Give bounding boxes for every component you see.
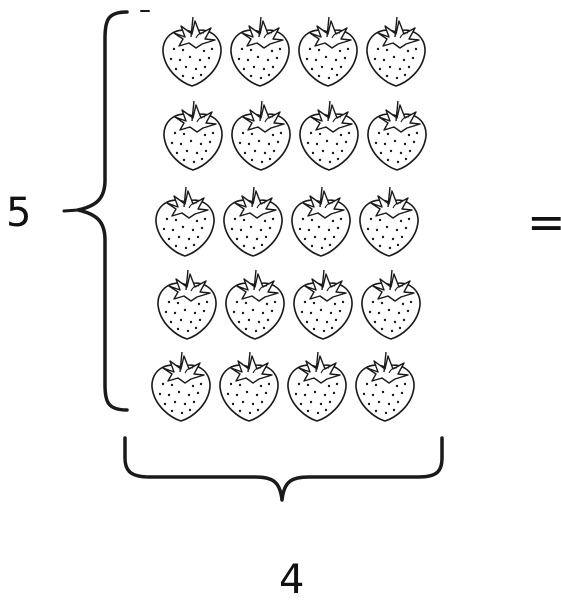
strawberry-icon xyxy=(359,186,419,257)
strawberry-icon xyxy=(366,16,426,87)
strawberry-icon xyxy=(157,269,217,340)
equals-sign: = xyxy=(527,195,561,249)
strawberry-icon xyxy=(151,351,211,422)
strawberry-icon xyxy=(298,16,358,87)
columns-count-label: 4 xyxy=(279,557,305,603)
columns-brace xyxy=(123,436,444,502)
strawberry-icon xyxy=(355,351,415,422)
strawberry-icon xyxy=(163,100,223,171)
strawberry-icon xyxy=(155,186,215,257)
strawberry-icon xyxy=(225,269,285,340)
rows-count-label: 5 xyxy=(6,190,32,236)
strawberry-icon xyxy=(293,269,353,340)
strawberry-icon xyxy=(162,16,222,87)
rows-brace xyxy=(76,10,129,412)
strawberry-icon xyxy=(299,100,359,171)
strawberry-icon xyxy=(223,186,283,257)
strawberry-icon xyxy=(230,16,290,87)
strawberry-icon xyxy=(219,351,279,422)
strawberry-grid xyxy=(151,16,427,422)
brace-tail xyxy=(62,208,80,213)
strawberry-icon xyxy=(367,100,427,171)
strawberry-icon xyxy=(291,186,351,257)
strawberry-icon xyxy=(361,269,421,340)
strawberry-icon xyxy=(231,100,291,171)
strawberry-icon xyxy=(287,351,347,422)
